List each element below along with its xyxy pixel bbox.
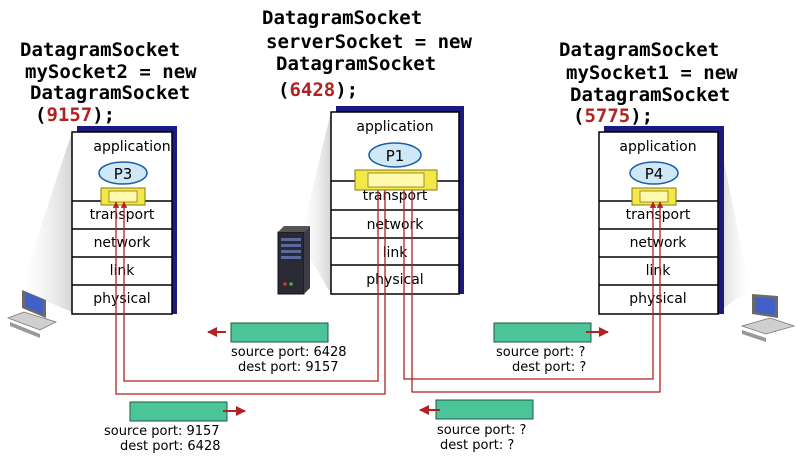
path-server-to-right <box>411 190 664 393</box>
code-left-open: ( <box>35 104 46 126</box>
left-layer-link: link <box>110 263 136 279</box>
path-right-to-server <box>403 190 657 380</box>
left-host-computer-icon <box>6 290 58 338</box>
center-process <box>368 142 422 168</box>
code-right-port: 5775 <box>584 105 630 127</box>
segment-3-dest: dest port: 6428 <box>120 439 221 454</box>
segment-2-source: source port: ? <box>496 345 585 360</box>
center-layer-network: network <box>367 217 425 233</box>
right-layer-network: network <box>630 235 688 251</box>
code-left-line3: DatagramSocket <box>30 82 190 104</box>
path-server-to-left <box>120 190 379 382</box>
segment-1-source: source port: 6428 <box>231 345 347 360</box>
center-layer-application: application <box>356 119 433 135</box>
right-stack-box <box>598 131 719 315</box>
code-left-line2: mySocket2 = new <box>25 61 197 83</box>
code-left: DatagramSocket mySocket2 = new DatagramS… <box>20 39 197 126</box>
center-process-label: P1 <box>386 147 405 165</box>
code-right-close: ); <box>630 105 653 127</box>
code-left-close: ); <box>92 104 115 126</box>
center-layer-link: link <box>383 245 409 261</box>
code-right-line1: DatagramSocket <box>559 39 719 61</box>
server-icon <box>277 226 310 295</box>
left-layer-network: network <box>94 235 152 251</box>
left-process-label: P3 <box>114 165 133 183</box>
code-right: DatagramSocket mySocket1 = new DatagramS… <box>559 39 738 127</box>
left-stack: application transport network link physi… <box>71 126 177 315</box>
segment-2-dest: dest port: ? <box>512 360 586 375</box>
right-layer-link: link <box>646 263 672 279</box>
code-center-line2: serverSocket = new <box>266 31 472 53</box>
segment-3-source: source port: 9157 <box>104 424 220 439</box>
segment-2: source port: ? dest port: ? <box>493 322 609 375</box>
segment-1: source port: 6428 dest port: 9157 <box>207 322 347 375</box>
code-left-line1: DatagramSocket <box>20 39 180 61</box>
code-center-port: 6428 <box>289 79 335 101</box>
code-center: DatagramSocket serverSocket = new Datagr… <box>262 7 472 101</box>
segment-4-source: source port: ? <box>437 423 526 438</box>
code-right-open: ( <box>573 105 584 127</box>
right-process-label: P4 <box>645 165 664 183</box>
segment-3: source port: 9157 dest port: 6428 <box>104 401 246 454</box>
code-left-port: 9157 <box>46 104 92 126</box>
code-center-line3: DatagramSocket <box>276 53 436 75</box>
left-layer-transport: transport <box>90 207 155 223</box>
code-right-port-line: (5775); <box>573 105 653 127</box>
left-host-beam <box>20 132 72 312</box>
right-host-beam <box>718 132 750 312</box>
code-center-line1: DatagramSocket <box>262 7 422 29</box>
right-stack: application transport network link physi… <box>598 126 724 315</box>
right-process <box>629 161 679 185</box>
code-left-port-line: (9157); <box>35 104 115 126</box>
left-layer-physical: physical <box>93 291 150 307</box>
data-paths <box>112 190 664 395</box>
code-center-open: ( <box>278 79 289 101</box>
segment-4: source port: ? dest port: ? <box>419 399 534 453</box>
code-center-close: ); <box>335 79 358 101</box>
left-layer-application: application <box>93 139 170 155</box>
segment-1-dest: dest port: 9157 <box>238 360 339 375</box>
center-stack: application transport network link physi… <box>330 106 464 295</box>
code-right-line2: mySocket1 = new <box>566 62 738 84</box>
center-layer-physical: physical <box>366 272 423 288</box>
path-left-to-server <box>112 190 386 395</box>
segment-4-dest: dest port: ? <box>440 438 514 453</box>
left-process <box>98 161 148 185</box>
right-layer-physical: physical <box>629 291 686 307</box>
code-right-line3: DatagramSocket <box>570 84 730 106</box>
right-layer-application: application <box>619 139 696 155</box>
code-center-port-line: (6428); <box>278 79 358 101</box>
left-stack-box <box>71 131 173 315</box>
right-host-computer-icon <box>740 294 796 342</box>
right-layer-transport: transport <box>626 207 691 223</box>
